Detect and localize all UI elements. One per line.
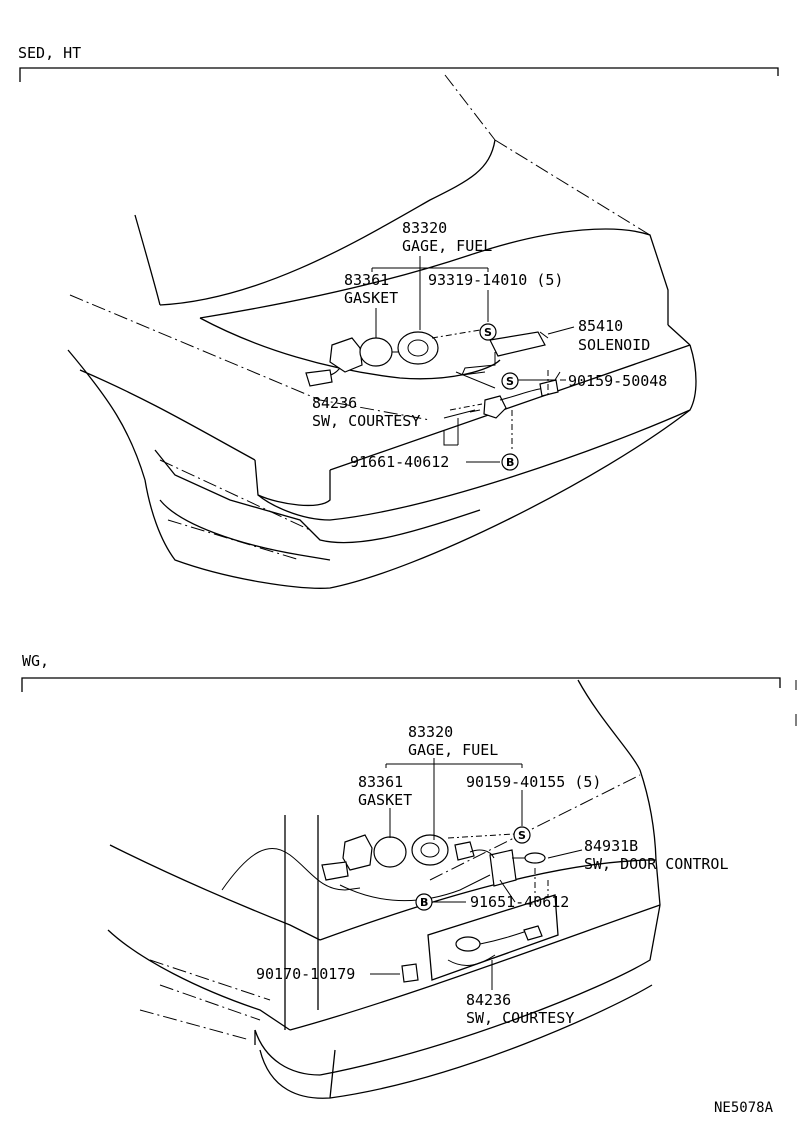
label-door-control-name: SW, DOOR CONTROL bbox=[584, 855, 729, 873]
car-body-sedan bbox=[67, 74, 697, 589]
section-heading-sed-ht: SED, HT bbox=[18, 44, 81, 62]
label-gage-fuel-no: 83320 bbox=[408, 723, 453, 741]
section-heading-wg: WG, bbox=[22, 652, 49, 670]
courtesy-switch-part-sedan bbox=[469, 379, 559, 419]
marker-b-label: B bbox=[506, 456, 514, 469]
label-screw-no: 90159-40155 (5) bbox=[466, 773, 601, 791]
label-bolt-no: 90159-50048 bbox=[568, 372, 667, 390]
solenoid-part bbox=[461, 331, 549, 376]
section-bracket-top bbox=[21, 677, 781, 692]
marker-s-label: S bbox=[506, 375, 514, 388]
door-control-switch-part bbox=[469, 849, 546, 887]
leader-lines-sedan bbox=[371, 256, 575, 463]
car-body-wagon bbox=[107, 679, 661, 1099]
label-grommet-no: 90170-10179 bbox=[256, 965, 355, 983]
marker-s-label: S bbox=[484, 326, 492, 339]
label-solenoid-no: 85410 bbox=[578, 317, 623, 335]
marker-b-label: B bbox=[420, 896, 428, 909]
label-gage-fuel-name: GAGE, FUEL bbox=[408, 741, 498, 759]
label-door-control-no: 84931B bbox=[584, 837, 638, 855]
courtesy-switch-part-wagon bbox=[447, 925, 543, 966]
marker-b-clip-wagon bbox=[415, 893, 433, 911]
label-gasket-name: GASKET bbox=[358, 791, 412, 809]
label-courtesy-name: SW, COURTESY bbox=[466, 1009, 574, 1027]
label-screw-no: 93319-14010 (5) bbox=[428, 271, 563, 289]
leader-lines-wagon bbox=[370, 758, 583, 990]
label-gage-fuel-name: GAGE, FUEL bbox=[402, 237, 492, 255]
label-courtesy-name: SW, COURTESY bbox=[312, 412, 420, 430]
figure-code: NE5078A bbox=[714, 1100, 774, 1116]
label-gage-fuel-no: 83320 bbox=[402, 219, 447, 237]
marker-s-label: S bbox=[518, 829, 526, 842]
label-courtesy-no: 84236 bbox=[312, 394, 357, 412]
label-solenoid-name: SOLENOID bbox=[578, 336, 650, 354]
marker-s-screw-sedan bbox=[479, 323, 497, 341]
marker-b-clip-sedan bbox=[501, 453, 519, 471]
label-gasket-name: GASKET bbox=[344, 289, 398, 307]
marker-s-bolt-sedan bbox=[501, 372, 519, 390]
marker-s-screw-wagon bbox=[513, 826, 531, 844]
label-gasket-no: 83361 bbox=[358, 773, 403, 791]
label-clip-no: 91651-40612 bbox=[470, 893, 569, 911]
grommet-part bbox=[401, 963, 419, 983]
fuel-gage-assembly-sedan bbox=[305, 331, 439, 387]
label-clip-no: 91661-40612 bbox=[350, 453, 449, 471]
fuel-gage-assembly-wagon bbox=[321, 834, 475, 881]
label-courtesy-no: 84236 bbox=[466, 991, 511, 1009]
section-bracket-top bbox=[19, 67, 779, 82]
label-gasket-no: 83361 bbox=[344, 271, 389, 289]
